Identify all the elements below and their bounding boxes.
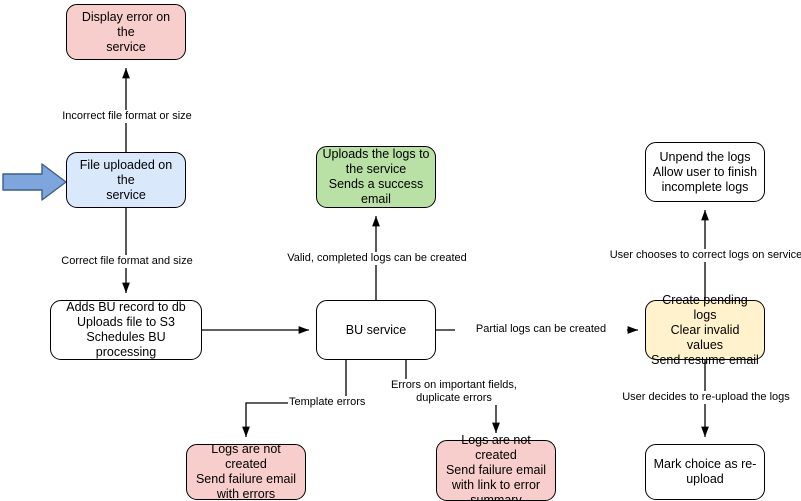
edge-label-partial-logs: Partial logs can be created: [455, 323, 627, 336]
node-logs-not-created-summary[interactable]: Logs are not created Send failure email …: [436, 433, 556, 501]
node-unpend-logs[interactable]: Unpend the logs Allow user to finish inc…: [645, 142, 765, 202]
edge-label-errors-important: Errors on important fields, duplicate er…: [389, 379, 519, 405]
node-display-error[interactable]: Display error on the service: [66, 4, 186, 60]
edge-label-template-errors: Template errors: [288, 396, 386, 409]
node-file-uploaded[interactable]: File uploaded on the service: [66, 152, 186, 208]
edge-label-user-corrects: User chooses to correct logs on service: [595, 249, 801, 262]
node-logs-not-created-errors[interactable]: Logs are not created Send failure email …: [186, 442, 306, 501]
node-adds-bu-record[interactable]: Adds BU record to db Uploads file to S3 …: [50, 300, 202, 360]
node-mark-reupload[interactable]: Mark choice as re- upload: [645, 444, 765, 500]
node-create-pending-logs[interactable]: Create pending logs Clear invalid values…: [645, 293, 765, 367]
external-input-arrow: [2, 163, 67, 201]
edge-label-valid-completed: Valid, completed logs can be created: [272, 252, 482, 265]
edge-label-incorrect-format: Incorrect file format or size: [46, 110, 208, 123]
edge-label-correct-format: Correct file format and size: [46, 255, 208, 268]
node-uploads-logs[interactable]: Uploads the logs to the service Sends a …: [316, 146, 436, 208]
edge-label-user-reupload: User decides to re-upload the logs: [610, 391, 801, 404]
node-bu-service[interactable]: BU service: [316, 300, 436, 360]
